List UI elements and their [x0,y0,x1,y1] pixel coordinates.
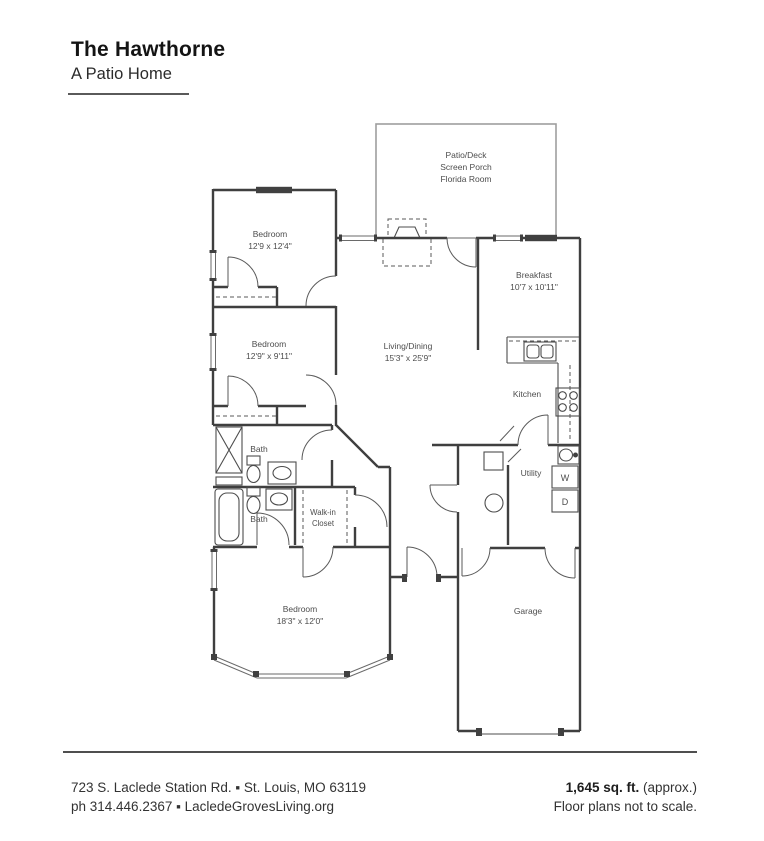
label-bath2: Bath [250,514,268,524]
label-bedroom3: Bedroom [283,604,318,614]
shower [215,426,243,486]
bathtub [214,488,244,546]
stove [555,387,581,417]
window-bedroom1-top [256,186,292,194]
header: The Hawthorne A Patio Home [71,38,225,84]
dryer-box [551,489,579,513]
sqft-approx: (approx.) [639,780,697,795]
label-bath1: Bath [250,444,268,454]
label-bedroom2-dims: 12'9" x 9'11" [246,351,292,361]
label-patio-2: Screen Porch [440,162,492,172]
page-title: The Hawthorne [71,38,226,61]
footer-info: 1,645 sq. ft. (approx.) Floor plans not … [554,779,697,816]
furnace [483,451,504,471]
label-bedroom1-dims: 12'9 x 12'4" [248,241,292,251]
door-arcs [227,237,576,579]
label-garage: Garage [514,606,543,616]
label-washer: W [561,473,570,483]
footer-address: 723 S. Laclede Station Rd. ▪ St. Louis, … [71,779,366,816]
label-kitchen: Kitchen [513,389,542,399]
label-breakfast: Breakfast [516,270,553,280]
label-walkin-2: Closet [312,519,335,528]
header-divider [68,93,189,95]
label-patio-1: Patio/Deck [445,150,487,160]
label-walkin-1: Walk-in [310,508,336,517]
toilet-bath1 [246,455,261,484]
scale-note: Floor plans not to scale. [553,798,697,814]
address-line2: ph 314.446.2367 ▪ LacledeGrovesLiving.or… [71,798,334,814]
label-utility: Utility [521,468,543,478]
sqft-value: 1,645 sq. ft. [565,780,640,795]
address-line1: 723 S. Laclede Station Rd. ▪ St. Louis, … [71,780,366,795]
label-living: Living/Dining [384,341,433,351]
kitchen-counter [506,336,579,443]
sqft-line: 1,645 sq. ft. (approx.) [554,779,697,798]
page-subtitle: A Patio Home [71,65,172,83]
sink-bath2 [265,488,293,511]
label-patio-3: Florida Room [440,174,491,184]
windows [209,186,557,591]
washer-box [551,465,579,489]
label-bedroom3-dims: 18'3" x 12'0" [277,616,324,626]
laundry-sink [557,445,580,465]
label-bedroom2: Bedroom [252,339,287,349]
footer-divider [63,751,697,753]
label-living-dims: 15'3" x 25'9" [385,353,432,363]
label-dryer: D [562,497,569,507]
bay-window [211,654,393,679]
kitchen-sink [523,341,557,362]
water-heater [484,493,504,513]
closet-rods [216,296,348,543]
window-breakfast-top [525,234,557,242]
label-bedroom1: Bedroom [253,229,288,239]
room-labels: Patio/Deck Screen Porch Florida Room Bed… [246,150,570,626]
door-jambs [402,574,564,736]
toilet-bath2 [246,486,261,515]
label-breakfast-dims: 10'7 x 10'11" [510,282,558,292]
sink-bath1 [267,461,297,485]
